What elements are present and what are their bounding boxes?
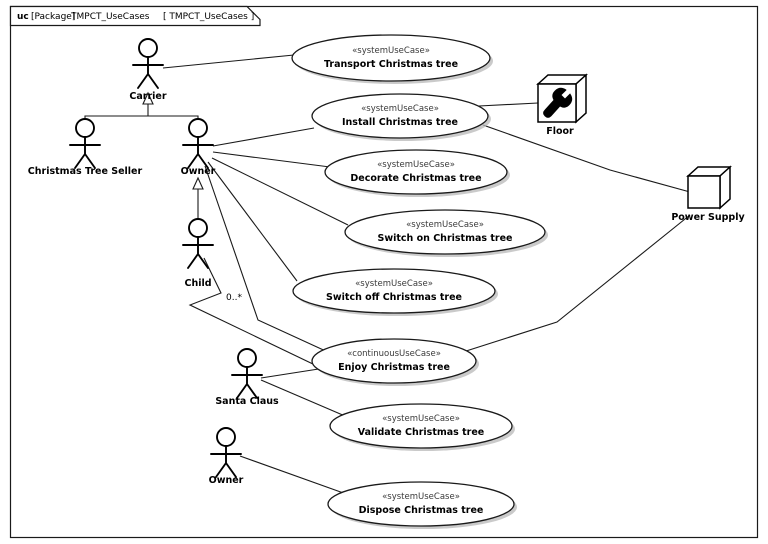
actor-label-christmas-tree-seller: Christmas Tree Seller bbox=[28, 166, 143, 177]
actor-christmas-tree-seller[interactable]: Christmas Tree Seller bbox=[28, 118, 143, 177]
use-case-stereotype: «systemUseCase» bbox=[382, 492, 460, 502]
association-owner-enjoy[interactable] bbox=[204, 165, 331, 354]
actor-label-child: Child bbox=[184, 278, 211, 289]
use-case-name: Switch off Christmas tree bbox=[326, 292, 462, 303]
use-case-decorate[interactable]: «systemUseCase» Decorate Christmas tree bbox=[324, 149, 510, 197]
frame-name-tab bbox=[9, 5, 261, 27]
use-case-stereotype: «systemUseCase» bbox=[377, 160, 455, 170]
use-case-stereotype: «systemUseCase» bbox=[352, 46, 430, 56]
actor-body bbox=[231, 366, 263, 399]
use-case-transport[interactable]: «systemUseCase» Transport Christmas tree bbox=[291, 34, 493, 84]
use-case-stereotype: «systemUseCase» bbox=[355, 279, 433, 289]
use-case-switch-off[interactable]: «systemUseCase» Switch off Christmas tre… bbox=[292, 268, 498, 316]
use-case-outline[interactable] bbox=[292, 268, 496, 314]
use-case-switch-on[interactable]: «systemUseCase» Switch on Christmas tree bbox=[344, 209, 548, 257]
use-case-stereotype: «continuousUseCase» bbox=[347, 349, 441, 359]
actor-body bbox=[182, 136, 214, 169]
generalization-arrow-owner bbox=[192, 176, 204, 190]
actor-head bbox=[216, 427, 236, 447]
use-case-enjoy[interactable]: «continuousUseCase» Enjoy Christmas tree bbox=[311, 338, 479, 386]
wrench-icon bbox=[543, 87, 573, 118]
multiplicity-child-enjoy: 0..* bbox=[226, 293, 242, 303]
use-case-name: Switch on Christmas tree bbox=[378, 233, 513, 244]
association-power-supply-enjoy[interactable] bbox=[462, 214, 691, 353]
node-power-supply[interactable]: Power Supply bbox=[671, 165, 745, 223]
actor-label-owner-bottom: Owner bbox=[209, 475, 244, 486]
use-case-outline[interactable] bbox=[327, 481, 515, 527]
relationship-layer bbox=[84, 54, 691, 496]
frame-qualifier-label: [Package] bbox=[31, 12, 75, 22]
actor-body bbox=[132, 56, 164, 89]
actor-head bbox=[188, 218, 208, 238]
association-owner-decorate[interactable] bbox=[212, 151, 331, 168]
actor-label-santa-claus: Santa Claus bbox=[215, 396, 279, 407]
frame-border bbox=[9, 5, 759, 539]
actor-santa-claus[interactable]: Santa Claus bbox=[215, 348, 279, 407]
node-right-face bbox=[575, 73, 587, 124]
use-case-validate[interactable]: «systemUseCase» Validate Christmas tree bbox=[329, 403, 515, 451]
actor-head bbox=[75, 118, 95, 138]
actor-body bbox=[182, 236, 214, 269]
association-owner-switch-off[interactable] bbox=[207, 161, 298, 282]
actor-head bbox=[188, 118, 208, 138]
actor-carrier[interactable]: Carrier bbox=[129, 38, 167, 102]
frame-diagram-name: [ TMPCT_UseCases ] bbox=[163, 12, 254, 22]
use-case-install[interactable]: «systemUseCase» Install Christmas tree bbox=[311, 93, 491, 141]
use-case-outline[interactable] bbox=[344, 209, 546, 255]
association-santa-enjoy[interactable] bbox=[260, 367, 326, 379]
association-install-floor[interactable] bbox=[478, 102, 539, 107]
actor-body bbox=[210, 445, 242, 478]
actor-label-owner-top: Owner bbox=[181, 166, 216, 177]
use-case-outline[interactable] bbox=[329, 403, 513, 449]
actor-child[interactable]: Child bbox=[182, 218, 214, 289]
node-label-floor: Floor bbox=[546, 126, 574, 137]
diagram-frame: uc [Package] TMPCT_UseCases [ TMPCT_UseC… bbox=[9, 5, 759, 539]
actor-head bbox=[138, 38, 158, 58]
generalization-arrow-carrier bbox=[142, 91, 154, 105]
association-owner-switch-on[interactable] bbox=[211, 157, 349, 226]
actor-head bbox=[237, 348, 257, 368]
use-case-name: Transport Christmas tree bbox=[324, 59, 458, 70]
use-case-stereotype: «systemUseCase» bbox=[406, 220, 484, 230]
actor-label-carrier: Carrier bbox=[129, 91, 166, 102]
use-case-stereotype: «systemUseCase» bbox=[382, 414, 460, 424]
actor-owner-top[interactable]: Owner bbox=[181, 118, 216, 177]
association-child-enjoy[interactable] bbox=[188, 257, 341, 378]
use-case-name: Dispose Christmas tree bbox=[359, 505, 484, 516]
use-case-dispose[interactable]: «systemUseCase» Dispose Christmas tree bbox=[327, 481, 517, 529]
association-santa-validate[interactable] bbox=[260, 379, 346, 417]
association-owner-install[interactable] bbox=[212, 127, 315, 147]
use-case-name: Decorate Christmas tree bbox=[350, 173, 481, 184]
use-case-outline[interactable] bbox=[311, 338, 477, 384]
use-case-outline[interactable] bbox=[311, 93, 489, 139]
actor-body bbox=[69, 136, 101, 169]
use-case-name: Validate Christmas tree bbox=[358, 427, 485, 438]
association-carrier-transport[interactable] bbox=[162, 54, 295, 69]
actor-owner-bottom[interactable]: Owner bbox=[209, 427, 244, 486]
use-case-outline[interactable] bbox=[324, 149, 508, 195]
frame-package-name: TMPCT_UseCases bbox=[70, 12, 150, 22]
use-case-name: Enjoy Christmas tree bbox=[338, 362, 450, 373]
association-owner-dispose[interactable] bbox=[239, 455, 350, 496]
frame-kind-label: uc bbox=[17, 12, 29, 22]
node-floor[interactable]: Floor bbox=[536, 73, 588, 137]
association-install-power-supply[interactable] bbox=[482, 124, 691, 193]
multiplicity-label: 0..* bbox=[226, 293, 242, 303]
node-label-power-supply: Power Supply bbox=[671, 212, 745, 223]
generalization-seller-carrier[interactable] bbox=[84, 104, 149, 124]
use-case-name: Install Christmas tree bbox=[342, 117, 458, 128]
node-front-face bbox=[687, 175, 721, 209]
use-case-outline[interactable] bbox=[291, 34, 491, 82]
use-case-stereotype: «systemUseCase» bbox=[361, 104, 439, 114]
